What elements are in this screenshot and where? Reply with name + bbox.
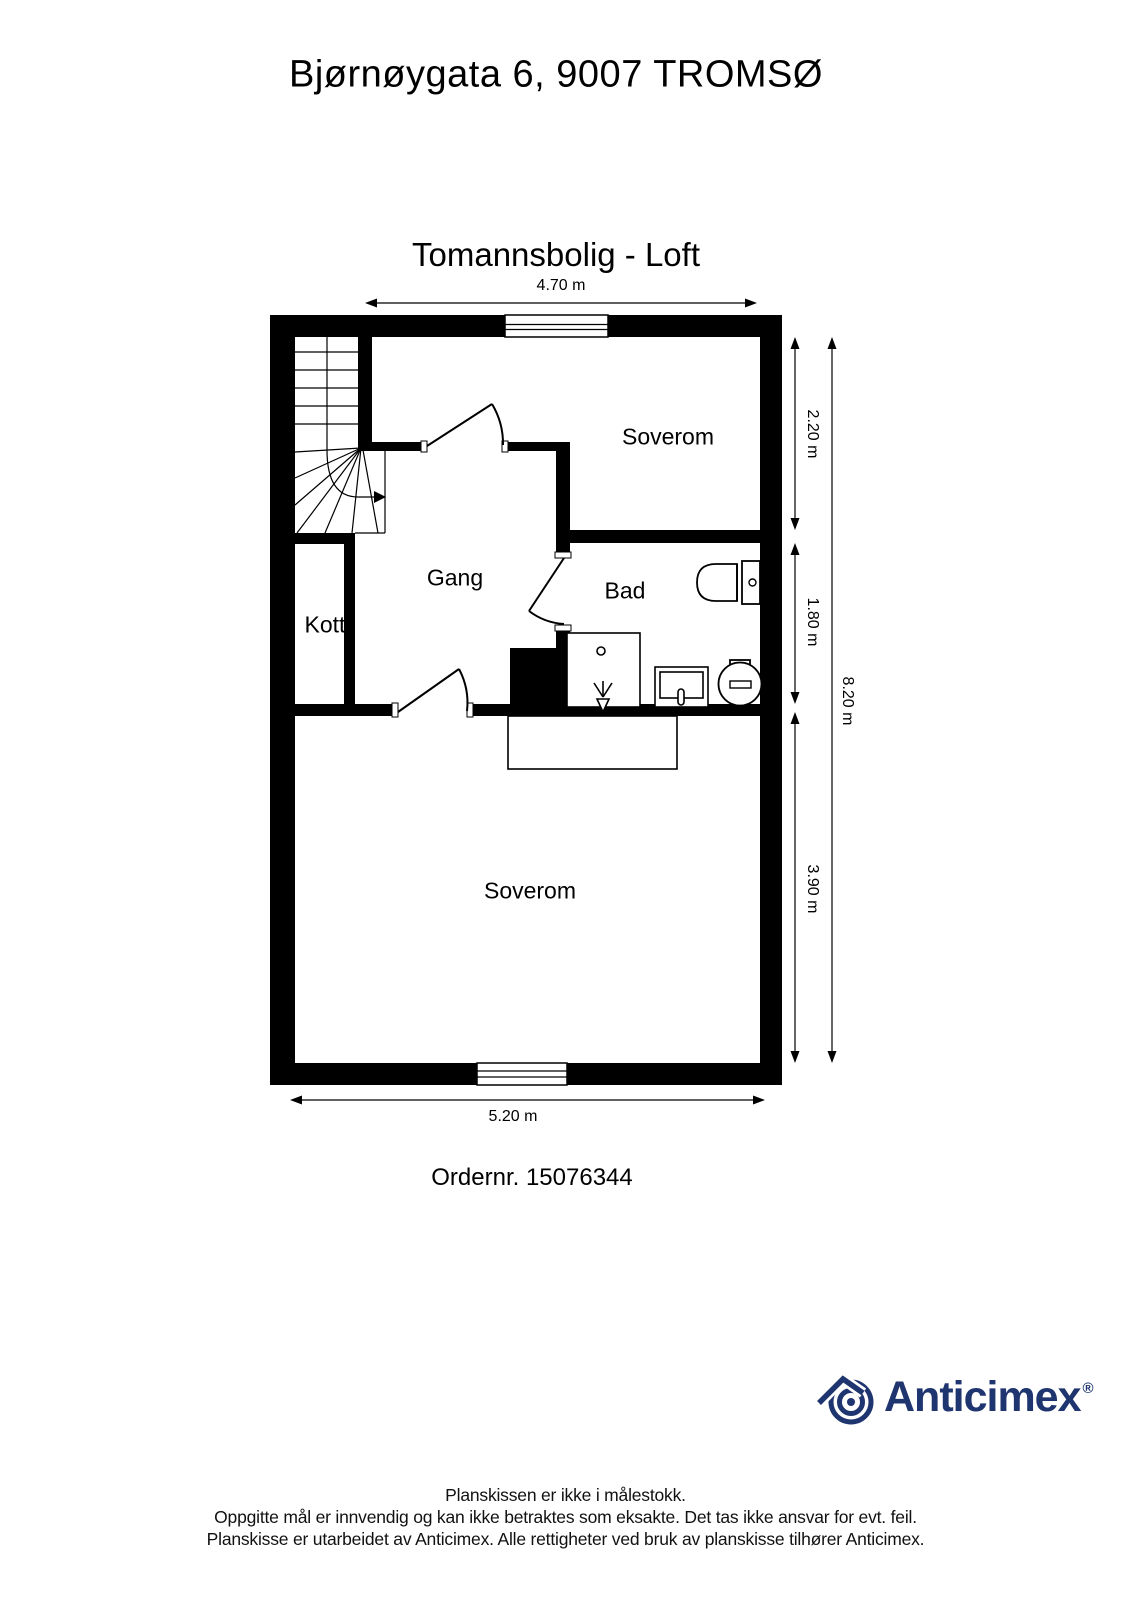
dim-right-segment-1: 2.20 m [804, 409, 821, 459]
stairs-icon [294, 337, 386, 534]
outer-walls [270, 315, 782, 1085]
footer-disclaimer: Planskissen er ikke i målestokk. Oppgitt… [0, 1484, 1131, 1550]
window-bottom [476, 1062, 568, 1086]
interior-walls [270, 337, 782, 716]
room-label-soverom-bottom: Soverom [483, 877, 577, 904]
door-bad [528, 557, 565, 625]
anticimex-logo-text: Anticimex® [884, 1372, 1094, 1421]
dimension-lines [290, 298, 837, 1105]
door-icons [397, 403, 565, 713]
registered-mark: ® [1082, 1379, 1094, 1397]
anticimex-logo: Anticimex® [816, 1366, 1094, 1428]
dim-right-total: 8.20 m [839, 676, 856, 726]
sink-icon [654, 666, 709, 708]
shower-icon [566, 632, 641, 714]
footer-line-1: Planskissen er ikke i målestokk. [445, 1485, 686, 1505]
water-heater-icon [717, 659, 763, 707]
footer-line-3: Planskisse er utarbeidet av Anticimex. A… [206, 1529, 925, 1549]
dim-right-segment-3: 3.90 m [804, 864, 821, 914]
door-soverom-top [426, 403, 505, 447]
window-icons [476, 314, 609, 1086]
wardrobe-icon [507, 715, 678, 770]
room-label-gang: Gang [426, 564, 484, 591]
room-label-bad: Bad [604, 577, 646, 604]
window-top [504, 314, 609, 338]
dim-right-segment-2: 1.80 m [804, 597, 821, 647]
plan-subtitle: Tomannsbolig - Loft [412, 236, 700, 273]
order-number: Ordernr. 15076344 [431, 1164, 633, 1191]
page-title: Bjørnøygata 6, 9007 TROMSØ [289, 53, 823, 96]
footer-line-2: Oppgitte mål er innvendig og kan ikke be… [214, 1507, 917, 1527]
room-label-kott: Kott [304, 611, 346, 638]
dim-bottom-width: 5.20 m [488, 1108, 538, 1125]
room-label-soverom-top: Soverom [621, 423, 715, 450]
door-soverom-bottom [397, 668, 469, 713]
anticimex-logo-icon [816, 1371, 874, 1425]
toilet-icon [696, 560, 761, 605]
dim-top-width: 4.70 m [536, 277, 586, 294]
